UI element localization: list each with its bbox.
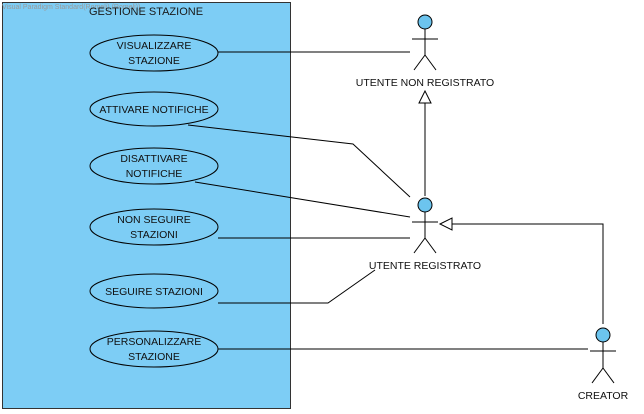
stick-figure-icon [590, 327, 616, 384]
assoc-seguire-registrato[interactable] [218, 269, 376, 304]
generalization-arrowhead [418, 89, 432, 104]
use-case-label: ATTIVARE NOTIFICHE [99, 104, 208, 116]
actor-utente-registrato[interactable]: UTENTE REGISTRATO [369, 197, 481, 272]
use-case-label: NON SEGUIRE [117, 214, 191, 226]
use-case-label: STAZIONE [128, 55, 180, 67]
assoc-disattivare-registrato[interactable] [194, 181, 411, 218]
generalization-arrowhead [438, 217, 453, 231]
use-case-label: VISUALIZZARE [117, 40, 192, 52]
system-title: GESTIONE STAZIONE [89, 6, 203, 18]
generalization-creator-to-registrato-line[interactable] [452, 223, 604, 324]
use-case-label: NOTIFICHE [126, 168, 183, 180]
generalizations [418, 89, 604, 324]
use-case-visualizzare-stazione[interactable]: VISUALIZZARE STAZIONE [89, 34, 219, 72]
stick-figure-icon [412, 197, 438, 254]
actor-label: UTENTE REGISTRATO [369, 260, 481, 272]
use-case-seguire-stazioni[interactable]: SEGUIRE STAZIONI [89, 273, 219, 309]
use-case-disattivare-notifiche[interactable]: DISATTIVARE NOTIFICHE [89, 147, 219, 185]
associations [187, 51, 588, 350]
use-case-label: SEGUIRE STAZIONI [105, 286, 203, 298]
use-case-non-seguire-stazioni[interactable]: NON SEGUIRE STAZIONI [89, 208, 219, 246]
actor-utente-non-registrato[interactable]: UTENTE NON REGISTRATO [356, 14, 494, 89]
actor-label: CREATOR [578, 390, 629, 402]
assoc-attivare-registrato[interactable] [187, 124, 411, 198]
use-case-label: STAZIONE [128, 351, 180, 363]
use-case-personalizzare-stazione[interactable]: PERSONALIZZARE STAZIONE [89, 330, 219, 368]
use-case-attivare-notifiche[interactable]: ATTIVARE NOTIFICHE [89, 91, 219, 127]
stick-figure-icon [412, 14, 438, 71]
use-case-label: DISATTIVARE [120, 153, 187, 165]
watermark-text: Visual Paradigm Standard(Romeli) (Romeli… [2, 4, 140, 11]
use-case-label: STAZIONI [130, 229, 178, 241]
actor-creator[interactable]: CREATOR [578, 327, 629, 402]
use-case-label: PERSONALIZZARE [107, 336, 202, 348]
actor-label: UTENTE NON REGISTRATO [356, 77, 494, 89]
